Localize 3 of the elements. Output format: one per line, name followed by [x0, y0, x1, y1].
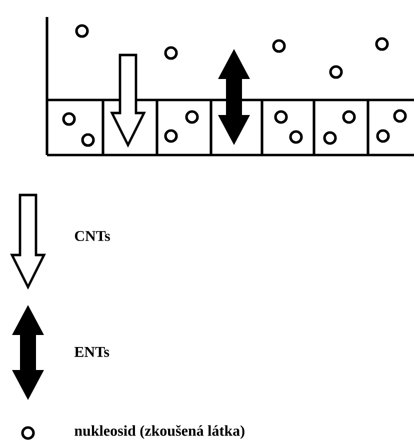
legend-text: CNTs	[74, 230, 110, 242]
legend-text: ENTs	[74, 347, 110, 357]
legend-text: nukleosid (zkoušená látka)	[74, 425, 244, 439]
